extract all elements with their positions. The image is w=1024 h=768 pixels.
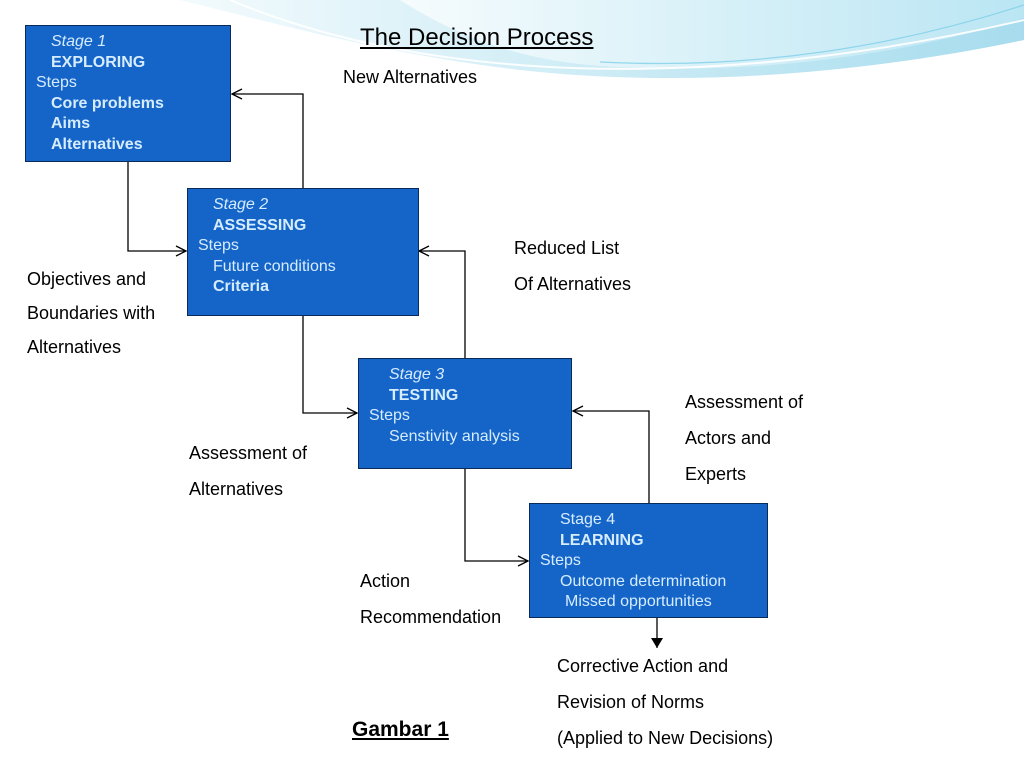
objectives-line-3: Alternatives <box>27 337 122 357</box>
stage-2-steps-label: Steps <box>198 237 239 254</box>
stage-3-step-1: Senstivity analysis <box>389 427 520 445</box>
wave-band-front <box>400 0 1024 69</box>
stage-4-step-2: Missed opportunities <box>565 593 712 610</box>
stage-1-name: EXPLORING <box>51 53 146 71</box>
stage-1-step-3: Alternatives <box>51 135 143 153</box>
stage-2-step-2: Criteria <box>213 278 270 295</box>
stage-3-box: Stage 3 TESTING Steps Senstivity analysi… <box>358 358 572 469</box>
objectives-line-1: Objectives and <box>27 269 147 289</box>
wave-line-1 <box>229 0 1024 70</box>
reduced-list-label: Reduced List Of Alternatives <box>514 230 631 302</box>
stage-2-box: Stage 2 ASSESSING Steps Future condition… <box>187 188 419 316</box>
stage-1-label: Stage 1 <box>51 33 107 50</box>
connector-stage1-to-stage2 <box>127 162 186 251</box>
connector-stage2-to-stage3 <box>302 316 357 413</box>
action-recommendation-line-2: Recommendation <box>360 607 502 627</box>
corrective-action-label: Corrective Action and Revision of Norms … <box>557 648 773 756</box>
corrective-action-line-2: Revision of Norms <box>557 692 705 712</box>
objectives-line-2: Boundaries with <box>27 303 156 323</box>
action-recommendation-line-1: Action <box>360 571 411 591</box>
stage-2-label: Stage 2 <box>213 196 269 213</box>
reduced-list-line-1: Reduced List <box>514 238 620 258</box>
stage-1-box: Stage 1 EXPLORING Steps Core problems Ai… <box>25 25 231 162</box>
connector-stage3-to-stage2 <box>419 251 466 358</box>
stage-4-name: LEARNING <box>560 531 644 549</box>
corrective-action-line-3: (Applied to New Decisions) <box>557 728 774 748</box>
stage-3-label: Stage 3 <box>389 366 445 383</box>
connector-stage2-to-stage1 <box>232 94 304 188</box>
stage-4-steps-label: Steps <box>540 552 581 569</box>
stage-1-step-2: Aims <box>51 115 91 132</box>
stage-4-box: Stage 4 LEARNING Steps Outcome determina… <box>529 503 768 618</box>
assessment-alternatives-line-1: Assessment of <box>189 443 308 463</box>
stage-4-step-1: Outcome determination <box>560 572 727 590</box>
stage-1-step-1: Core problems <box>51 94 164 112</box>
stage-4-label: Stage 4 <box>560 511 616 528</box>
connector-stage4-to-stage3 <box>573 411 650 503</box>
action-recommendation-label: Action Recommendation <box>360 563 501 635</box>
assessment-actors-line-3: Experts <box>685 464 747 484</box>
assessment-actors-label: Assessment of Actors and Experts <box>685 384 803 492</box>
new-alternatives-label: New Alternatives <box>343 59 477 95</box>
new-alternatives-text: New Alternatives <box>343 67 478 87</box>
wave-line-2 <box>599 4 1024 65</box>
diagram-title: The Decision Process <box>360 24 594 51</box>
stage-3-name: TESTING <box>389 386 459 404</box>
objectives-label: Objectives and Boundaries with Alternati… <box>27 262 155 364</box>
assessment-actors-line-2: Actors and <box>685 428 772 448</box>
corrective-action-line-1: Corrective Action and <box>557 656 729 676</box>
stage-3-steps-label: Steps <box>369 407 410 424</box>
figure-caption: Gambar 1 <box>352 718 449 741</box>
stage-1-steps-label: Steps <box>36 74 77 91</box>
stage-2-step-1: Future conditions <box>213 257 336 275</box>
assessment-alternatives-line-2: Alternatives <box>189 479 284 499</box>
assessment-alternatives-label: Assessment of Alternatives <box>189 435 307 507</box>
connector-stage3-to-stage4 <box>464 469 528 561</box>
stage-2-name: ASSESSING <box>213 216 307 234</box>
assessment-actors-line-1: Assessment of <box>685 392 804 412</box>
reduced-list-line-2: Of Alternatives <box>514 274 632 294</box>
